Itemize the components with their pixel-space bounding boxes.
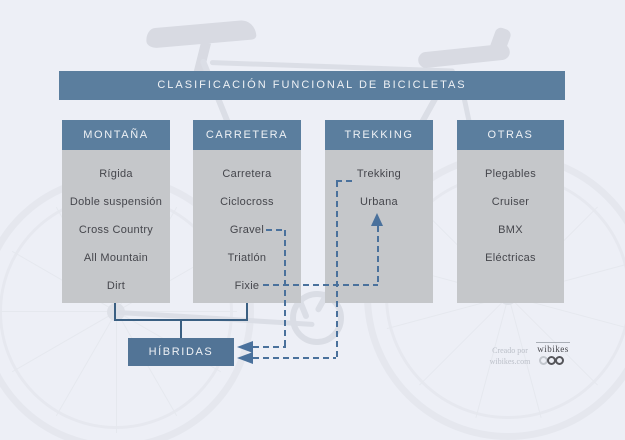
list-item: Doble suspensión [69, 196, 163, 208]
column-carretera: CARRETERA Carretera Ciclocross Gravel Tr… [193, 120, 301, 303]
list-item: Eléctricas [485, 252, 536, 264]
arrow-up-icon [371, 213, 383, 226]
gravel-connector-start [266, 229, 286, 231]
gravel-connector-vertical [284, 230, 286, 346]
column-trekking-header: TREKKING [325, 120, 433, 150]
wibikes-logo: wibikes [536, 342, 570, 367]
column-trekking-body: Trekking Urbana [325, 150, 433, 303]
logo-text: wibikes [537, 344, 569, 354]
credit-text: Creado por wibikes.com [486, 345, 534, 367]
list-item: All Mountain [83, 252, 149, 264]
fixie-connector-vertical [377, 226, 379, 285]
list-item: BMX [498, 224, 523, 236]
list-item: Dirt [106, 280, 126, 292]
credit-line2: wibikes.com [489, 357, 531, 366]
credit-line1: Creado por [492, 346, 528, 355]
bracket-line-horizontal [114, 319, 248, 321]
list-item: Fixie [234, 280, 260, 292]
column-carretera-body: Carretera Ciclocross Gravel Triatlón Fix… [193, 150, 301, 303]
arrow-left-icon [237, 352, 253, 364]
column-montana-header: MONTAÑA [62, 120, 170, 150]
crankset [290, 291, 344, 345]
trekking-connector-end [253, 357, 336, 359]
list-item: Cruiser [491, 196, 530, 208]
rear-hub [107, 303, 125, 321]
column-montana-body: Rígida Doble suspensión Cross Country Al… [62, 150, 170, 303]
list-item: Carretera [222, 168, 272, 180]
column-montana: MONTAÑA Rígida Doble suspensión Cross Co… [62, 120, 170, 303]
list-item: Triatlón [227, 252, 267, 264]
trekking-connector-vertical [336, 181, 338, 358]
arrow-left-icon [237, 341, 253, 353]
list-item: Cross Country [78, 224, 154, 236]
column-otras-body: Plegables Cruiser BMX Eléctricas [457, 150, 564, 303]
hybrid-box: HÍBRIDAS [128, 338, 234, 366]
logo-rule [536, 342, 570, 343]
diagram-title: CLASIFICACIÓN FUNCIONAL DE BICICLETAS [59, 71, 565, 100]
trekking-connector-start [336, 180, 353, 182]
gravel-connector-end [253, 346, 286, 348]
list-item: Gravel [229, 224, 265, 236]
list-item: Rígida [99, 168, 133, 180]
bracket-line-to-hybrid [180, 321, 182, 338]
bicycle-wheels-icon [536, 355, 570, 367]
column-trekking: TREKKING Trekking Urbana [325, 120, 433, 303]
list-item: Urbana [360, 196, 398, 208]
bracket-line-carretera [246, 303, 248, 321]
fixie-connector-horizontal [263, 284, 378, 286]
column-carretera-header: CARRETERA [193, 120, 301, 150]
list-item: Ciclocross [220, 196, 274, 208]
list-item: Plegables [484, 168, 536, 180]
list-item: Trekking [356, 168, 402, 180]
column-otras: OTRAS Plegables Cruiser BMX Eléctricas [457, 120, 564, 303]
bracket-line-montana [114, 303, 116, 321]
column-otras-header: OTRAS [457, 120, 564, 150]
